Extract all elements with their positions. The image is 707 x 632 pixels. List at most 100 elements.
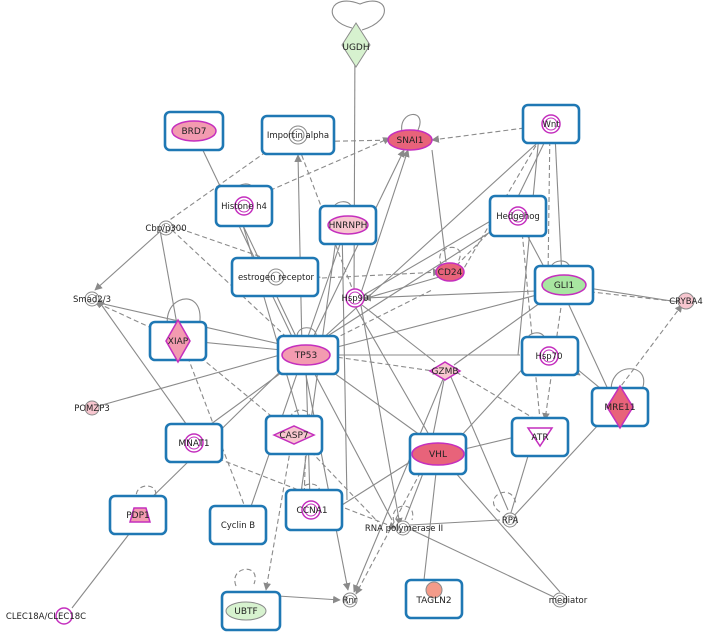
wnt-label: Wnt	[542, 120, 560, 130]
edge	[451, 204, 517, 271]
edge	[197, 139, 297, 346]
cryba4-label: CRYBA4	[669, 297, 703, 307]
cd24-node[interactable]	[435, 262, 465, 282]
tp53-label: TP53	[294, 351, 317, 361]
clec18-node[interactable]	[55, 607, 73, 625]
edge	[439, 454, 561, 593]
pomzp3-label: POMZP3	[74, 404, 110, 414]
edge	[321, 268, 441, 279]
cd24-label: CD24	[438, 268, 463, 278]
edge	[431, 149, 447, 263]
hnrnph-node[interactable]	[327, 215, 369, 235]
tagln2-label: TAGLN2	[415, 596, 451, 606]
cryba4-node[interactable]	[677, 292, 695, 310]
ccna1-label: CCNA1	[296, 506, 327, 516]
mnat1-label: MNAT1	[178, 439, 209, 449]
hedgehog-label: Hedgehog	[496, 212, 540, 222]
edge	[561, 289, 613, 399]
vhl-label: VHL	[429, 450, 447, 460]
gli1-node[interactable]	[541, 274, 587, 296]
brd7-label: BRD7	[181, 127, 206, 137]
ubtf-node[interactable]	[225, 601, 267, 621]
brd7-node[interactable]	[171, 120, 217, 142]
edge	[94, 354, 281, 408]
mre11-node[interactable]	[606, 384, 634, 430]
tagln2-node[interactable]	[425, 581, 443, 599]
hedgehog-node-inner	[511, 209, 525, 223]
edge	[544, 124, 552, 279]
rpa-node-inner	[505, 515, 515, 525]
rnr-label: Rnr	[343, 596, 358, 606]
edge	[341, 224, 348, 501]
edge	[355, 307, 433, 441]
edge	[447, 369, 509, 511]
edge	[181, 341, 283, 426]
wnt-node-inner	[544, 117, 558, 131]
clec18-label: CLEC18A/CLEC18C	[6, 612, 86, 622]
edge	[303, 364, 351, 591]
gzmb-label: GZMB	[431, 367, 458, 377]
edge	[517, 124, 541, 356]
edge	[263, 439, 293, 591]
pomzp3-node[interactable]	[84, 400, 100, 416]
hsp90-node-inner	[348, 291, 362, 305]
highlight-box-tagln2	[404, 578, 464, 620]
edge	[94, 227, 165, 291]
hsp70-label: Hsp70	[535, 352, 562, 362]
self-loop	[493, 491, 517, 513]
rpa-label: RPA	[502, 516, 518, 526]
edge	[366, 274, 447, 299]
casp7-node[interactable]	[272, 425, 316, 445]
edge	[309, 134, 547, 351]
self-loop	[392, 505, 414, 523]
edge	[409, 519, 501, 526]
histone-h4-label: Histone h4	[221, 202, 267, 212]
self-loop	[439, 246, 461, 267]
edge	[277, 595, 341, 604]
edge	[311, 217, 513, 347]
edge	[239, 214, 301, 421]
edge	[361, 304, 436, 363]
vhl-node[interactable]	[411, 442, 465, 466]
cbp-p300-label: Cbp/p300	[145, 224, 186, 234]
edge	[431, 369, 447, 441]
smad2-3-node-inner	[87, 294, 97, 304]
gzmb-node[interactable]	[428, 361, 462, 381]
edge	[307, 149, 405, 349]
histone-h4-node-inner	[237, 199, 251, 213]
importin-alpha-label: Importin alpha	[267, 131, 329, 141]
hsp90-label: Hsp90	[341, 294, 368, 304]
ugdh-node[interactable]	[341, 22, 371, 68]
edge	[294, 154, 303, 351]
edge	[513, 134, 549, 206]
edge	[411, 529, 557, 599]
edge	[611, 304, 683, 399]
hnrnph-label: HNRNPH	[329, 221, 368, 231]
edge	[511, 409, 613, 519]
pdp1-label: PDP1	[126, 511, 150, 521]
edge	[455, 371, 541, 423]
rnr-node-inner	[345, 595, 355, 605]
xiap-node[interactable]	[165, 318, 191, 364]
edge	[311, 289, 433, 351]
casp7-label: CASP7	[279, 431, 308, 441]
edge	[459, 124, 549, 276]
edge	[291, 139, 397, 143]
snai1-label: SNAI1	[397, 136, 424, 146]
edge	[159, 229, 179, 331]
edge	[353, 371, 447, 593]
pdp1-node[interactable]	[129, 507, 151, 523]
atr-node[interactable]	[526, 427, 554, 448]
mediator-label: mediator	[549, 596, 588, 606]
self-loop	[234, 568, 256, 587]
estrogen-receptor-node-inner	[270, 271, 282, 283]
estrogen-receptor-label: estrogen receptor	[238, 273, 315, 283]
mnat1-node-inner	[187, 436, 201, 450]
tp53-node[interactable]	[281, 344, 331, 366]
rna-polymerase-ii-label: RNA polymerase II	[365, 524, 443, 534]
mre11-label: MRE11	[604, 403, 635, 413]
snai1-node[interactable]	[387, 129, 433, 151]
edge	[355, 457, 429, 595]
smad2-3-label: Smad2/3	[73, 295, 111, 305]
